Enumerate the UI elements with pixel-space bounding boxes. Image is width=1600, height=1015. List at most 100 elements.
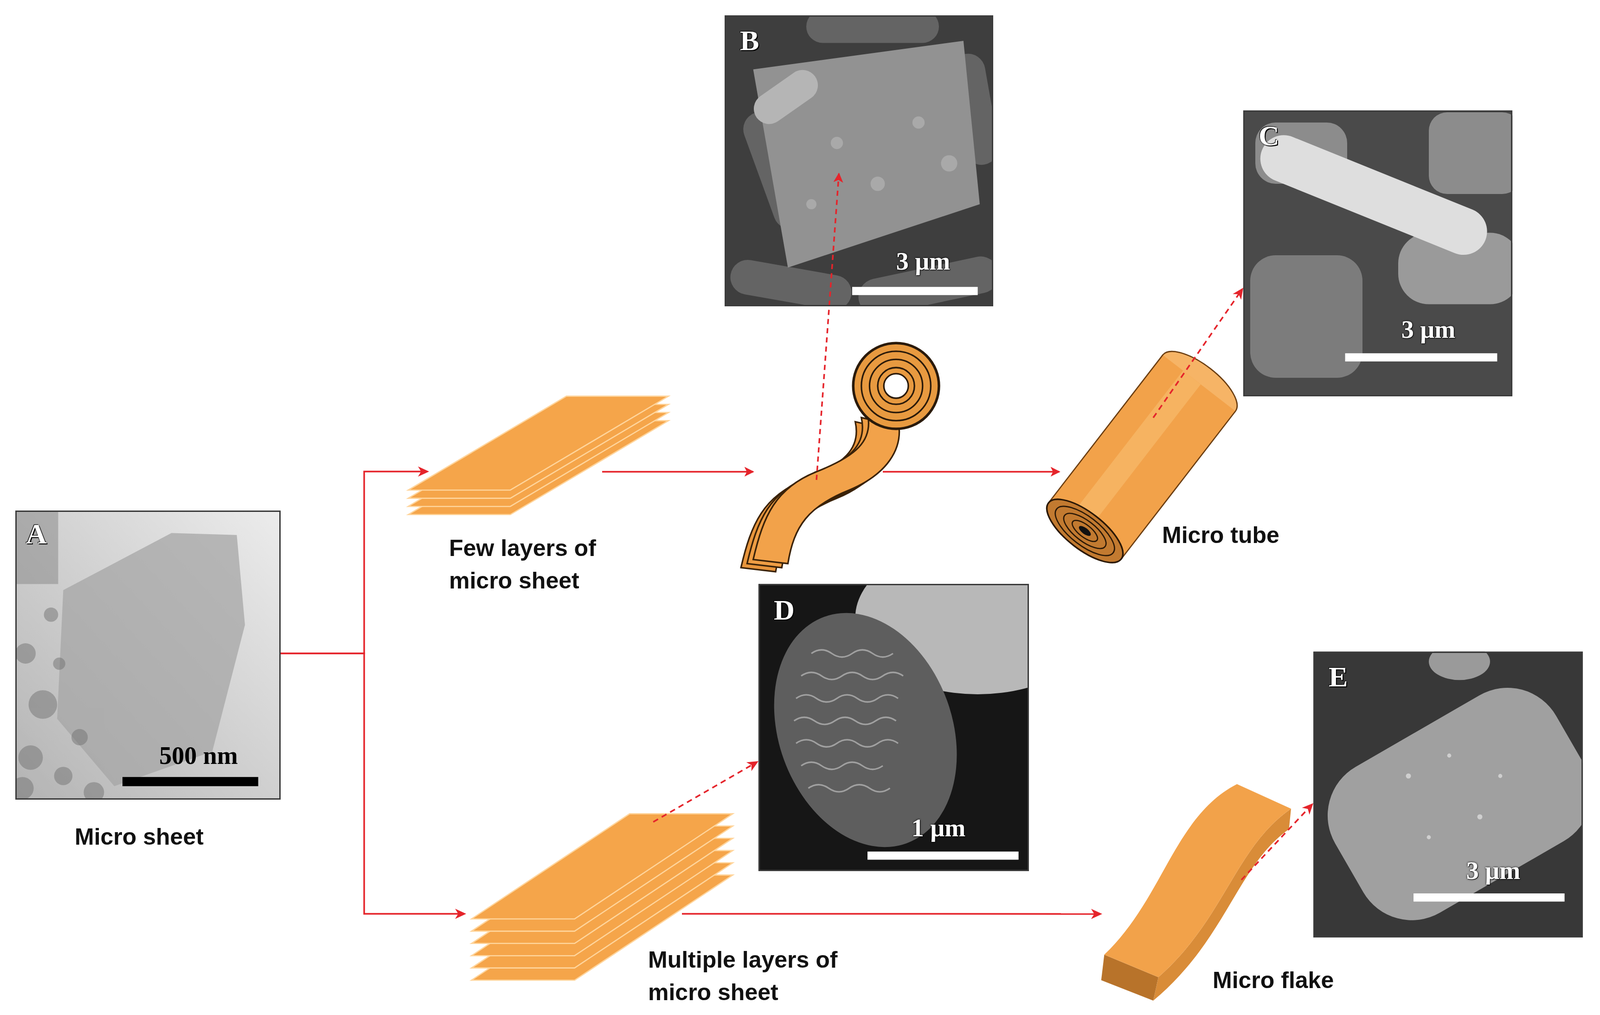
drawing-part [811, 649, 894, 657]
plate [753, 40, 980, 268]
caption: Multiple layers of micro sheet [648, 943, 867, 1009]
drawing-part [15, 642, 36, 664]
drawing-part [883, 373, 909, 399]
particle [1428, 651, 1491, 681]
caption: Few layers of micro sheet [449, 531, 626, 597]
drawing-part [870, 176, 886, 192]
drawing-part [830, 136, 843, 149]
drawing-part [861, 351, 932, 421]
panel-letter: C [1258, 121, 1280, 150]
drawing-part [471, 813, 733, 919]
tem-image [15, 510, 281, 800]
arrow-head [1232, 287, 1244, 300]
micro-tube: Micro tube [1040, 417, 1225, 572]
drawing-part [940, 154, 958, 172]
process-arrows [602, 173, 1060, 480]
scale-label: 3 µm [1419, 856, 1568, 885]
scale-bar [122, 776, 259, 786]
scale-label: 3 µm [1354, 315, 1503, 344]
drawing-part [1037, 488, 1133, 574]
arrow-head [746, 760, 759, 772]
sheet-stack: Multiple layers of micro sheet [466, 821, 682, 985]
drawing-part [877, 367, 915, 405]
caption: Micro tube [1162, 518, 1348, 552]
leader-arrow [816, 173, 839, 480]
flow-line [681, 912, 1095, 915]
flow-line [280, 471, 422, 654]
scale-bar [852, 286, 978, 296]
drawing-part [52, 657, 65, 670]
drawing-part [1077, 523, 1093, 538]
panel-letter: A [25, 519, 47, 548]
sem-panel: D 1 µm [758, 583, 1029, 871]
sheet-stack: Few layers of micro sheet [429, 392, 669, 526]
drawing-part [1447, 753, 1452, 758]
arrow-head [417, 466, 430, 477]
arrow-head [455, 908, 467, 919]
tem-ground [15, 510, 281, 800]
arrow [882, 470, 1060, 473]
drawing-part [44, 607, 59, 622]
panel-letter: D [773, 595, 795, 624]
drawing-part [1406, 772, 1412, 778]
drawing-part [54, 766, 73, 785]
drawing-part [794, 716, 897, 724]
connector [1153, 287, 1244, 418]
drawing-part [853, 342, 939, 429]
drawing-part [796, 694, 899, 702]
rolling-sheet [740, 342, 939, 572]
drawing-part [806, 199, 817, 210]
scale-bar [867, 851, 1019, 860]
tem-debris [15, 607, 104, 800]
tube-rod [1253, 128, 1495, 262]
panel-letter: E [1328, 661, 1348, 691]
arrow-head [1302, 802, 1314, 815]
drawing-part [1048, 354, 1163, 503]
sem-image [1243, 110, 1513, 397]
drawing-part [71, 728, 88, 746]
scale-label: 500 nm [124, 741, 273, 770]
drawing-part [869, 359, 923, 412]
sem-panel: B3 µm [724, 15, 994, 307]
dashed-leader [1153, 293, 1240, 418]
drawing-part [1426, 835, 1432, 840]
dashed-leader [1241, 808, 1309, 880]
flow-line [280, 653, 459, 914]
tem-shade [15, 510, 58, 584]
bumps [806, 116, 958, 210]
wrinkles [794, 649, 904, 792]
drawing-part [83, 781, 104, 799]
drawing-part [796, 739, 899, 747]
arrow-head [1091, 908, 1103, 919]
tem-panel: A500 nmMicro sheet [15, 510, 281, 800]
connector [280, 466, 430, 654]
block [1428, 112, 1513, 194]
micro-flake: Micro flake [1102, 780, 1242, 1001]
drawing-part [801, 672, 904, 680]
drawing-part [912, 116, 925, 129]
drawing-part [1104, 783, 1292, 977]
drawing-part [1058, 507, 1112, 555]
sem-image [724, 15, 994, 307]
caption: Micro sheet [74, 820, 307, 853]
scale-bar [1413, 893, 1565, 902]
scale-bar [1345, 353, 1498, 362]
scale-label: 1 µm [864, 814, 1013, 842]
drawing-part [808, 784, 890, 792]
drawing-part [18, 745, 44, 770]
drawing-part [753, 413, 900, 564]
caption: Micro flake [1212, 963, 1399, 996]
rods [727, 15, 994, 307]
drawing-part [1498, 773, 1503, 778]
drawing-part [1068, 516, 1101, 545]
drawing-part [801, 761, 883, 769]
specks [1406, 753, 1503, 840]
sem-panel: E 3 µm [1313, 651, 1583, 938]
drawing-part [1047, 497, 1123, 565]
rod [747, 64, 824, 130]
flake-particle [1313, 667, 1583, 938]
drawing-part [15, 776, 34, 799]
